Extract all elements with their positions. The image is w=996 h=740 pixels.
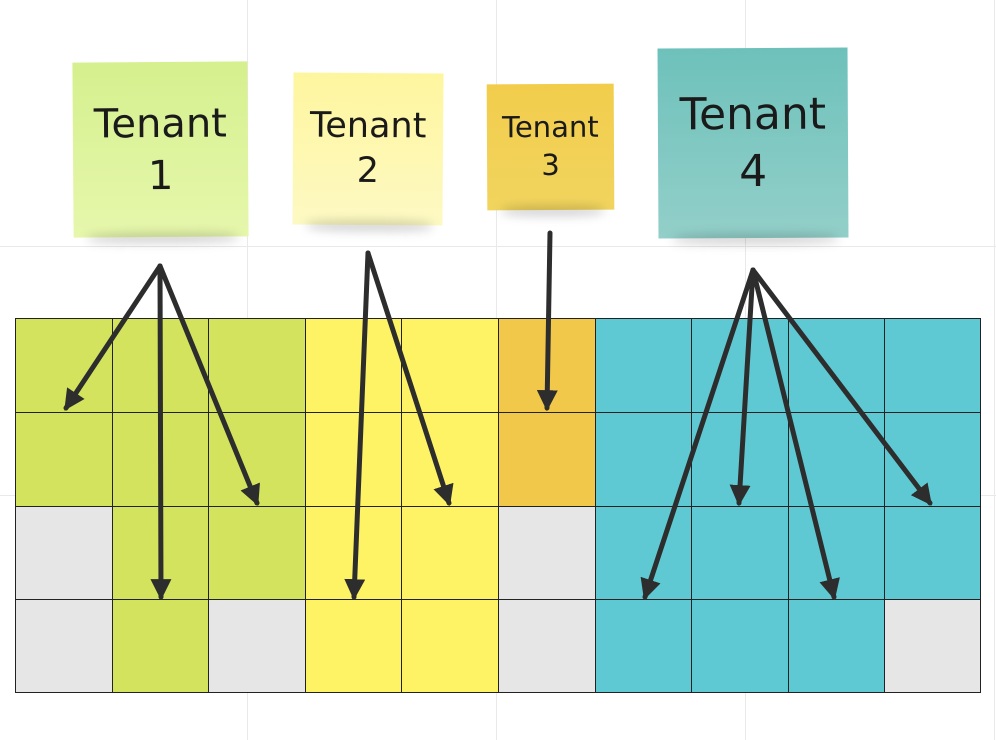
grid-cell-empty[interactable]	[208, 599, 305, 693]
sticky-note-tenant-3[interactable]: Tenant 3	[486, 83, 615, 211]
grid-cell-tenant-2[interactable]	[401, 505, 498, 600]
grid-cell-tenant-1[interactable]	[208, 411, 305, 506]
sticky-note-tenant-2[interactable]: Tenant 2	[292, 72, 444, 226]
grid-cell-tenant-4[interactable]	[594, 411, 692, 506]
grid-cell-tenant-4[interactable]	[787, 505, 885, 600]
grid-cell-tenant-4[interactable]	[884, 411, 981, 506]
grid-cell-tenant-2[interactable]	[304, 599, 402, 693]
grid-cell-tenant-1[interactable]	[111, 411, 209, 506]
grid-cell-empty[interactable]	[884, 599, 981, 693]
grid-cell-tenant-2[interactable]	[401, 318, 498, 412]
grid-cell-tenant-4[interactable]	[884, 505, 981, 600]
sticky-note-number: 2	[356, 150, 380, 192]
grid-cell-tenant-1[interactable]	[15, 411, 112, 506]
grid-cell-tenant-4[interactable]	[884, 318, 981, 412]
grid-cell-tenant-4[interactable]	[691, 411, 788, 506]
grid-cell-tenant-4[interactable]	[691, 318, 788, 412]
grid-cell-empty[interactable]	[498, 599, 595, 693]
grid-cell-tenant-4[interactable]	[691, 599, 788, 693]
grid-cell-tenant-2[interactable]	[304, 505, 402, 600]
resource-grid[interactable]	[15, 318, 981, 693]
grid-cell-tenant-1[interactable]	[208, 505, 305, 600]
grid-cell-tenant-4[interactable]	[594, 599, 692, 693]
grid-cell-empty[interactable]	[15, 505, 112, 600]
sticky-note-word: Tenant	[502, 110, 599, 145]
grid-cell-tenant-3[interactable]	[498, 411, 595, 506]
sticky-note-number: 1	[147, 152, 174, 199]
grid-cell-tenant-1[interactable]	[111, 318, 209, 412]
grid-cell-tenant-4[interactable]	[787, 599, 885, 693]
sticky-note-number: 4	[739, 145, 768, 198]
sticky-note-tenant-1[interactable]: Tenant 1	[72, 61, 249, 238]
grid-cell-tenant-1[interactable]	[15, 318, 112, 412]
grid-cell-tenant-1[interactable]	[111, 505, 209, 600]
sticky-note-word: Tenant	[679, 88, 827, 141]
grid-cell-tenant-2[interactable]	[401, 599, 498, 693]
grid-cell-tenant-2[interactable]	[401, 411, 498, 506]
grid-cell-tenant-2[interactable]	[304, 318, 402, 412]
grid-cell-tenant-4[interactable]	[787, 411, 885, 506]
grid-cell-tenant-4[interactable]	[787, 318, 885, 412]
grid-cell-tenant-4[interactable]	[594, 318, 692, 412]
sticky-note-tenant-4[interactable]: Tenant 4	[657, 47, 849, 239]
grid-cell-tenant-1[interactable]	[111, 599, 209, 693]
grid-cell-tenant-1[interactable]	[208, 318, 305, 412]
sticky-note-number: 3	[541, 147, 560, 183]
grid-cell-empty[interactable]	[498, 505, 595, 600]
grid-cell-tenant-4[interactable]	[691, 505, 788, 600]
grid-cell-tenant-3[interactable]	[498, 318, 595, 412]
grid-cell-tenant-2[interactable]	[304, 411, 402, 506]
sticky-note-word: Tenant	[309, 105, 427, 146]
sticky-note-word: Tenant	[93, 100, 228, 147]
grid-cell-tenant-4[interactable]	[594, 505, 692, 600]
grid-cell-empty[interactable]	[15, 599, 112, 693]
